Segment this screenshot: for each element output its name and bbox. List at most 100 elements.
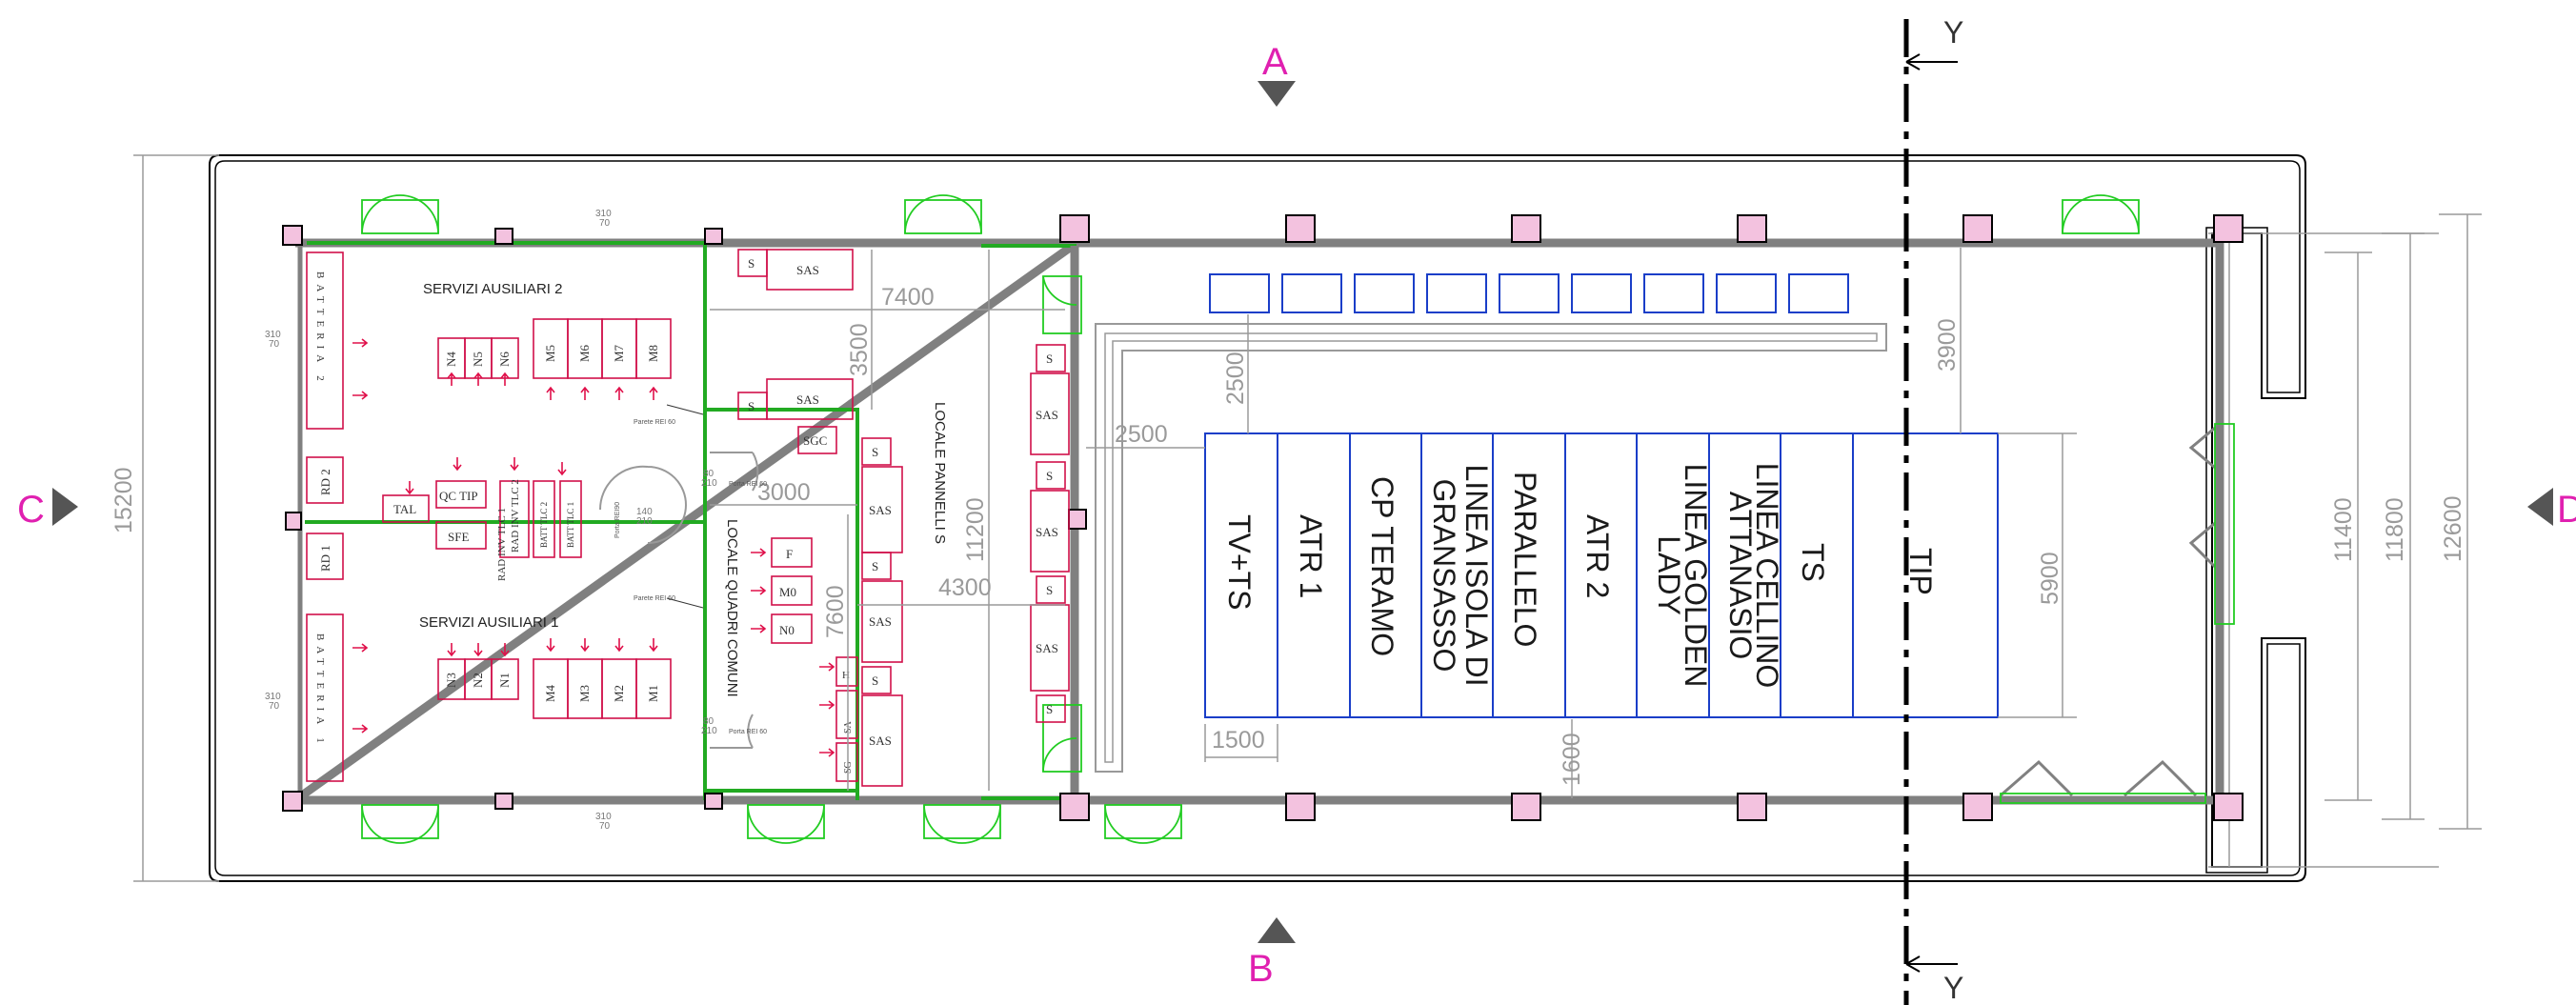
panel-parallelo: PARALLELO [1508, 472, 1542, 647]
batteria-1-label: BATTERIA 1 [314, 633, 326, 749]
door-bottom-4 [1104, 804, 1182, 844]
s-label-8: S [1046, 583, 1053, 597]
dim-4300: 4300 [938, 574, 992, 601]
section-line-y: Y Y [1903, 15, 1963, 1005]
parete-rei60-b: Parete REI 60 [634, 595, 675, 602]
equipment: BATTERIA 2 RD 2 RD 1 BATTERIA 1 TAL QC T… [306, 249, 1070, 787]
w310-left-a: 310 [265, 330, 281, 340]
dim-11200: 11200 [962, 497, 989, 562]
panel-tip: TIP [1903, 548, 1938, 595]
section-y-bottom: Y [1943, 971, 1963, 1005]
rd1-label: RD 1 [318, 545, 332, 572]
dim-11800: 11800 [2382, 497, 2408, 562]
n5-label: N5 [471, 352, 485, 367]
arrows [352, 338, 835, 757]
section-a: A [1262, 41, 1288, 83]
sas-label-5: SAS [869, 734, 892, 748]
w310-top-a: 310 [595, 209, 612, 219]
panel-room: TV+TS ATR 1 CP TERAMO LINEA ISOLA DI GRA… [1204, 273, 1999, 718]
door-bottom-2 [747, 804, 825, 844]
batt2-label: BATT TLC 2 [539, 502, 549, 548]
dim-3500: 3500 [846, 323, 873, 376]
s-label-5: S [872, 673, 878, 688]
radinv1-label: RAD INV TLC 1 [496, 508, 508, 581]
sas-label-7: SAS [1036, 525, 1058, 539]
sas-label-3: SAS [869, 503, 892, 517]
w310-left-b: 310 [265, 692, 281, 702]
parete-rei60-a: Parete REI 60 [634, 419, 675, 426]
qctip-label: QC TIP [439, 489, 478, 503]
f-label: F [786, 547, 793, 561]
panel-linea-isola: LINEA ISOLA DI GRANSASSO [1427, 465, 1493, 687]
dim-5900: 5900 [2037, 552, 2063, 605]
door-bottom-3 [923, 804, 1001, 844]
m6-label: M6 [577, 344, 592, 362]
w210-a: 210 [636, 516, 653, 527]
sas-label-4: SAS [869, 614, 892, 629]
door-top-1 [361, 194, 439, 234]
door-internal-2 [710, 452, 759, 492]
panel-dividers [1277, 433, 1854, 717]
room-label-servizi1: SERVIZI AUSILIARI 1 [419, 614, 558, 631]
w140: 140 [636, 507, 653, 517]
dim-3900: 3900 [1934, 318, 1961, 372]
dim-1500: 1500 [1212, 727, 1265, 754]
dimensions: 15200 11200 7400 3500 3000 7600 4300 250… [111, 154, 2482, 882]
dim-7600: 7600 [822, 585, 849, 638]
w310-bottom: 310 [595, 812, 612, 822]
radinv2-label: RAD INV TLC 2 [510, 479, 521, 553]
n4-label: N4 [444, 352, 458, 367]
s-label-4: S [872, 559, 878, 573]
door-right-zigzag [2188, 422, 2235, 625]
w70-left-a: 70 [269, 339, 280, 350]
w80-a: 80 [703, 469, 714, 479]
w70-left-b: 70 [269, 701, 280, 712]
dim-total: 15200 [111, 467, 137, 533]
panel-linea-cellino-label: LINEA CELLINO ATTANASIO [1723, 462, 1781, 689]
w210-b: 210 [701, 478, 717, 489]
small-notes: 310 70 310 70 310 70 310 70 140 210 80 2… [265, 209, 767, 832]
porta-rei60-b: Porta REI 60 [729, 729, 767, 735]
doors [361, 194, 2235, 844]
room-label-quadri: LOCALE QUADRI COMUNI [724, 519, 740, 697]
room-label-servizi2: SERVIZI AUSILIARI 2 [423, 281, 562, 297]
s-label-1: S [748, 256, 755, 271]
panel-atr1: ATR 1 [1294, 514, 1328, 598]
door-side-2 [1042, 704, 1082, 773]
door-top-2 [904, 194, 982, 234]
w210-c: 210 [701, 726, 717, 736]
w70-bottom: 70 [599, 821, 611, 832]
section-d: D [2557, 489, 2576, 531]
room-label-pannelli: LOCALE PANNELLI S [932, 402, 948, 544]
sas-label-6: SAS [1036, 408, 1058, 422]
batteria-2-label: BATTERIA 2 [314, 271, 326, 387]
dim-11400: 11400 [2330, 497, 2357, 562]
sas-label-1: SAS [796, 263, 819, 277]
door-side-1 [1042, 275, 1082, 334]
section-b: B [1248, 948, 1274, 990]
batt1-label: BATT TLC 1 [566, 502, 575, 548]
door-top-3 [2062, 194, 2140, 234]
panel-linea-golden: LINEA GOLDEN LADY [1652, 464, 1709, 688]
dim-7400: 7400 [881, 284, 935, 311]
section-c: C [17, 489, 45, 531]
m2-label: M2 [612, 685, 626, 702]
dim-3000: 3000 [757, 479, 811, 506]
h-label: H [842, 670, 850, 681]
m8-label: M8 [646, 345, 660, 362]
dim-2500-v: 2500 [1222, 352, 1249, 405]
dim-1600: 1600 [1559, 733, 1585, 786]
w80-b: 80 [703, 716, 714, 727]
sas-label-8: SAS [1036, 641, 1058, 655]
section-markers: A B C D [17, 41, 2576, 990]
section-y-top: Y [1943, 15, 1963, 50]
cable-duct [1095, 323, 1887, 773]
n2-label: N2 [471, 673, 485, 688]
panel-atr2: ATR 2 [1580, 514, 1615, 598]
n6-label: N6 [497, 352, 512, 367]
m7-label: M7 [612, 344, 626, 362]
porta-rei90: Porta REI90 [614, 502, 621, 538]
panel-cp-teramo: CP TERAMO [1365, 476, 1399, 656]
panel-tv-ts: TV+TS [1222, 514, 1257, 610]
